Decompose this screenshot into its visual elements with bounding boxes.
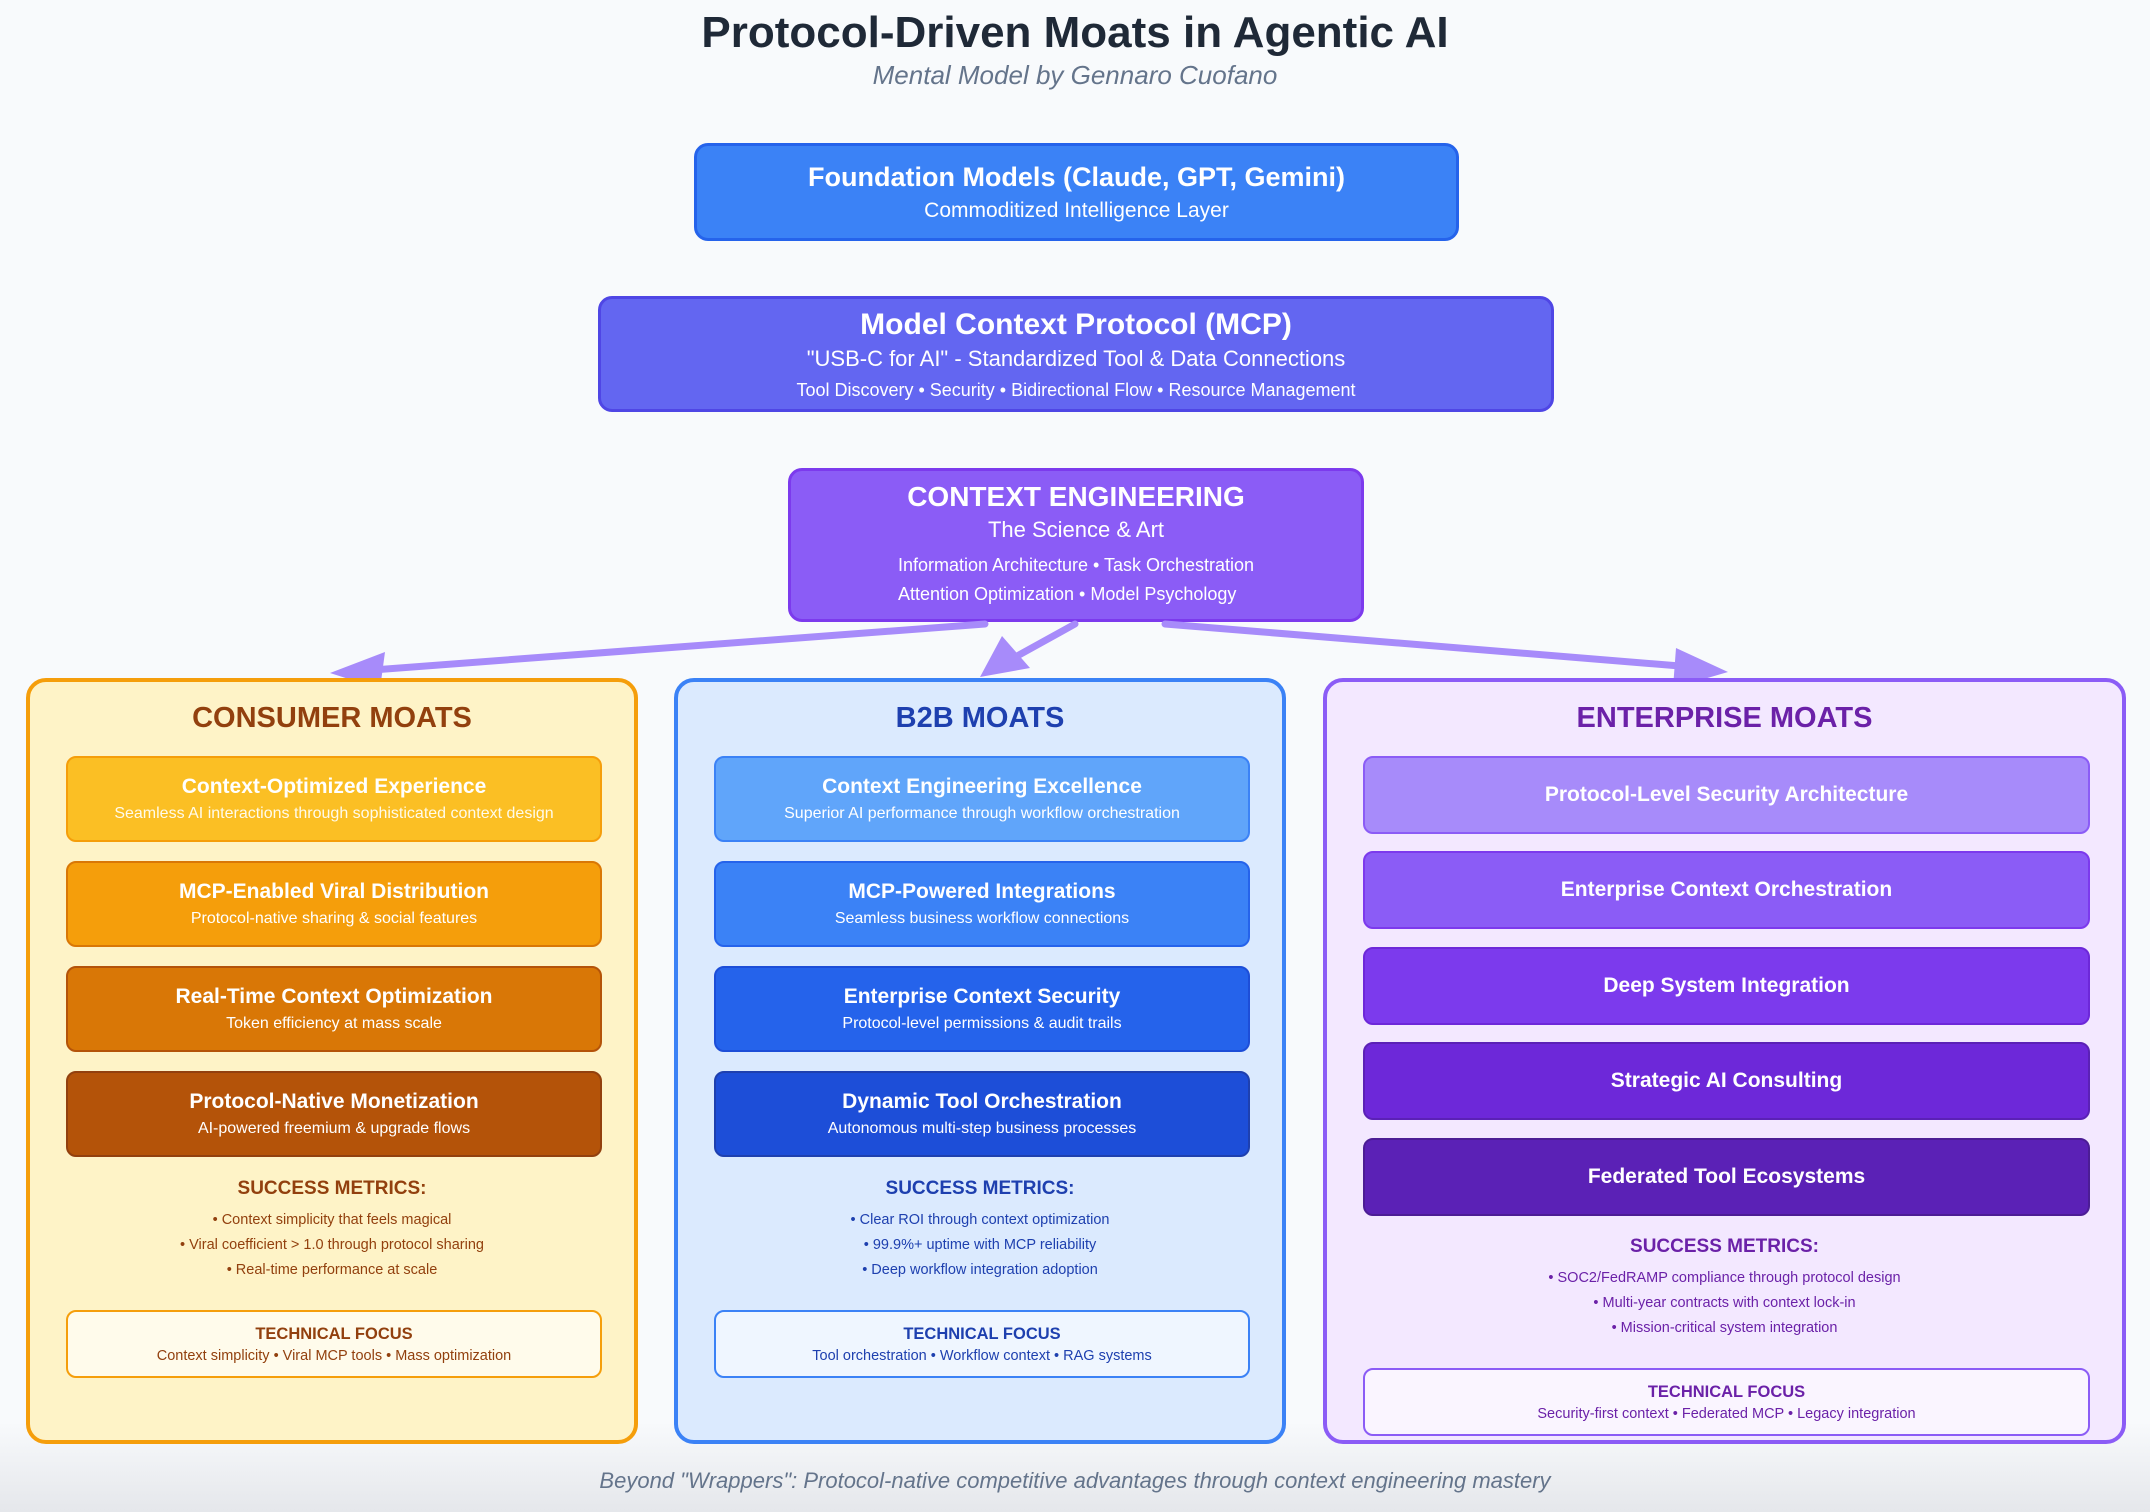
metric-item: • Mission-critical system integration (1611, 1320, 1838, 1336)
mcp-tags: Tool Discovery • Security • Bidirectiona… (796, 379, 1356, 400)
card-desc: AI-powered freemium & upgrade flows (197, 1120, 471, 1137)
metric-item: • Deep workflow integration adoption (862, 1262, 1098, 1278)
context-line-2: Attention Optimization • Model Psycholog… (897, 584, 1237, 604)
arrow-to-b2b (1006, 620, 1079, 664)
mcp-sub: "USB-C for AI" - Standardized Tool & Dat… (806, 345, 1346, 371)
consumer-moats-column: CONSUMER MOATS Context-Optimized Experie… (26, 678, 638, 1444)
card-desc: Seamless business workflow connections (834, 910, 1130, 927)
page-title: Protocol-Driven Moats in Agentic AI (701, 8, 1449, 57)
context-engineering-box: CONTEXT ENGINEERING The Science & Art In… (788, 468, 1364, 622)
consumer-technical-focus: TECHNICAL FOCUS Context simplicity • Vir… (66, 1310, 602, 1378)
tech-text: Context simplicity • Viral MCP tools • M… (156, 1347, 512, 1364)
metric-item: • Context simplicity that feels magical (212, 1212, 452, 1228)
b2b-success-metrics: SUCCESS METRICS: • Clear ROI through con… (678, 1178, 1282, 1283)
b2b-card-tool-orchestration: Dynamic Tool Orchestration Autonomous mu… (714, 1071, 1250, 1157)
metric-item: • Clear ROI through context optimization (850, 1212, 1110, 1228)
tech-text: Security-first context • Federated MCP •… (1537, 1405, 1916, 1422)
tech-text: Tool orchestration • Workflow context • … (812, 1347, 1152, 1364)
card-desc: Protocol-native sharing & social feature… (190, 910, 478, 927)
context-lines: Information Architecture • Task Orchestr… (898, 551, 1254, 609)
b2b-technical-focus: TECHNICAL FOCUS Tool orchestration • Wor… (714, 1310, 1250, 1378)
b2b-card-context-security: Enterprise Context Security Protocol-lev… (714, 966, 1250, 1052)
card-title: Protocol-Native Monetization (189, 1090, 479, 1113)
context-heading: CONTEXT ENGINEERING (907, 481, 1245, 512)
consumer-title: CONSUMER MOATS (192, 702, 472, 734)
page-subtitle: Mental Model by Gennaro Cuofano (872, 60, 1278, 90)
card-desc: Protocol-level permissions & audit trail… (842, 1015, 1122, 1032)
metrics-heading: SUCCESS METRICS: (1630, 1236, 1819, 1257)
card-title: Context-Optimized Experience (181, 775, 487, 798)
foundation-sub: Commoditized Intelligence Layer (924, 198, 1229, 222)
b2b-title: B2B MOATS (895, 702, 1065, 734)
arrow-to-enterprise (1161, 620, 1684, 670)
context-sub: The Science & Art (987, 517, 1165, 542)
card-desc: Token efficiency at mass scale (226, 1015, 442, 1032)
metric-item: • 99.9%+ uptime with MCP reliability (863, 1237, 1097, 1253)
enterprise-technical-focus: TECHNICAL FOCUS Security-first context •… (1363, 1368, 2090, 1436)
footer-tagline: Beyond "Wrappers": Protocol-native compe… (599, 1468, 1551, 1493)
mcp-box: Model Context Protocol (MCP) "USB-C for … (598, 296, 1554, 412)
card-desc: Superior AI performance through workflow… (784, 805, 1180, 822)
enterprise-card-strategic-consulting: Strategic AI Consulting (1363, 1042, 2090, 1120)
metric-item: • Real-time performance at scale (226, 1262, 438, 1278)
card-title: Enterprise Context Security (843, 985, 1121, 1008)
consumer-success-metrics: SUCCESS METRICS: • Context simplicity th… (30, 1178, 634, 1283)
tech-heading: TECHNICAL FOCUS (255, 1324, 413, 1343)
card-title: Enterprise Context Orchestration (1560, 878, 1893, 901)
card-title: Deep System Integration (1603, 974, 1850, 997)
card-title: MCP-Powered Integrations (848, 880, 1116, 903)
card-title: Real-Time Context Optimization (175, 985, 493, 1008)
consumer-card-real-time: Real-Time Context Optimization Token eff… (66, 966, 602, 1052)
tech-heading: TECHNICAL FOCUS (1647, 1382, 1806, 1401)
enterprise-card-security-architecture: Protocol-Level Security Architecture (1363, 756, 2090, 834)
enterprise-title: ENTERPRISE MOATS (1576, 702, 1873, 734)
context-line-1: Information Architecture • Task Orchestr… (897, 555, 1255, 575)
arrow-to-consumer (368, 620, 989, 674)
tech-heading: TECHNICAL FOCUS (903, 1324, 1061, 1343)
mcp-heading: Model Context Protocol (MCP) (860, 307, 1292, 341)
foundation-models-box: Foundation Models (Claude, GPT, Gemini) … (694, 143, 1459, 241)
arrow-head-b2b (980, 636, 1030, 677)
enterprise-card-system-integration: Deep System Integration (1363, 947, 2090, 1025)
metric-item: • SOC2/FedRAMP compliance through protoc… (1548, 1270, 1901, 1286)
card-title: Strategic AI Consulting (1610, 1069, 1843, 1092)
card-title: MCP-Enabled Viral Distribution (179, 880, 489, 903)
metrics-heading: SUCCESS METRICS: (237, 1178, 427, 1199)
consumer-card-viral-distribution: MCP-Enabled Viral Distribution Protocol-… (66, 861, 602, 947)
consumer-card-monetization: Protocol-Native Monetization AI-powered … (66, 1071, 602, 1157)
consumer-card-context-optimized: Context-Optimized Experience Seamless AI… (66, 756, 602, 842)
metrics-heading: SUCCESS METRICS: (885, 1178, 1075, 1199)
card-desc: Seamless AI interactions through sophist… (114, 805, 554, 822)
enterprise-card-context-orchestration: Enterprise Context Orchestration (1363, 851, 2090, 929)
card-title: Dynamic Tool Orchestration (842, 1090, 1122, 1113)
card-title: Context Engineering Excellence (822, 775, 1142, 798)
card-title: Protocol-Level Security Architecture (1544, 783, 1909, 806)
enterprise-moats-column: ENTERPRISE MOATS Protocol-Level Security… (1323, 678, 2126, 1444)
card-desc: Autonomous multi-step business processes (827, 1120, 1137, 1137)
b2b-card-mcp-integrations: MCP-Powered Integrations Seamless busine… (714, 861, 1250, 947)
b2b-moats-column: B2B MOATS Context Engineering Excellence… (674, 678, 1286, 1444)
foundation-heading: Foundation Models (Claude, GPT, Gemini) (807, 161, 1345, 192)
metric-item: • Viral coefficient > 1.0 through protoc… (180, 1237, 484, 1253)
enterprise-success-metrics: SUCCESS METRICS: • SOC2/FedRAMP complian… (1327, 1236, 2122, 1341)
metric-item: • Multi-year contracts with context lock… (1593, 1295, 1856, 1311)
b2b-card-context-excellence: Context Engineering Excellence Superior … (714, 756, 1250, 842)
enterprise-card-federated-tools: Federated Tool Ecosystems (1363, 1138, 2090, 1216)
card-title: Federated Tool Ecosystems (1587, 1165, 1866, 1188)
